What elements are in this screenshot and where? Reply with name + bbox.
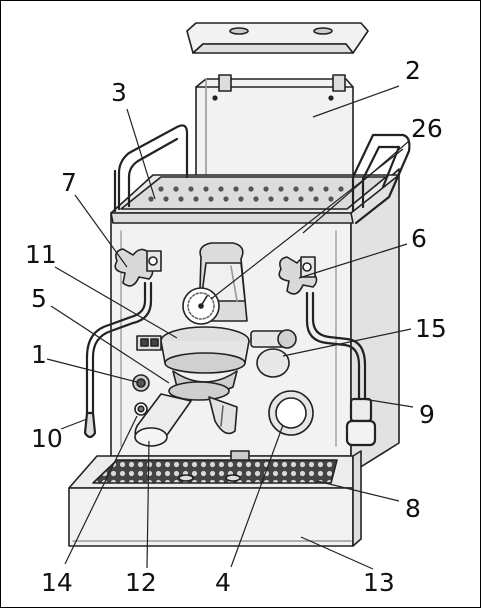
steam-valve-knob — [114, 248, 162, 287]
round-window — [268, 390, 314, 436]
right-rail — [351, 133, 411, 225]
callout-4: 4 — [215, 568, 231, 597]
callout-1: 1 — [31, 340, 47, 369]
callout-labels: 2 3 26 7 6 11 5 15 1 9 10 8 14 12 4 13 — [25, 56, 447, 597]
callout-13: 13 — [363, 568, 395, 597]
hot-water-valve-knob — [278, 256, 318, 295]
callout-14: 14 — [41, 568, 73, 597]
leader-lines — [46, 85, 414, 570]
indicator-lamp — [134, 402, 148, 416]
drip-tray-grate — [92, 459, 338, 484]
steam-connector — [250, 329, 297, 378]
callout-2: 2 — [405, 56, 421, 85]
hot-water-pipe — [305, 291, 377, 447]
callout-9: 9 — [419, 400, 435, 429]
pressure-gauge — [182, 287, 220, 325]
tank-lid — [186, 22, 369, 54]
left-rail — [113, 124, 189, 213]
callout-5: 5 — [31, 284, 47, 313]
callout-12: 12 — [125, 568, 157, 597]
callout-8: 8 — [405, 494, 421, 523]
callout-7: 7 — [61, 168, 77, 197]
callout-3: 3 — [111, 78, 127, 107]
portafilter — [134, 381, 238, 447]
callout-11: 11 — [25, 240, 57, 269]
callout-10: 10 — [31, 424, 63, 453]
callout-6: 6 — [411, 224, 427, 253]
callout-15: 15 — [415, 314, 447, 343]
callout-26: 26 — [411, 114, 443, 143]
steam-wand — [83, 281, 153, 439]
power-switch — [132, 374, 150, 392]
control-panel-strip — [136, 335, 162, 351]
